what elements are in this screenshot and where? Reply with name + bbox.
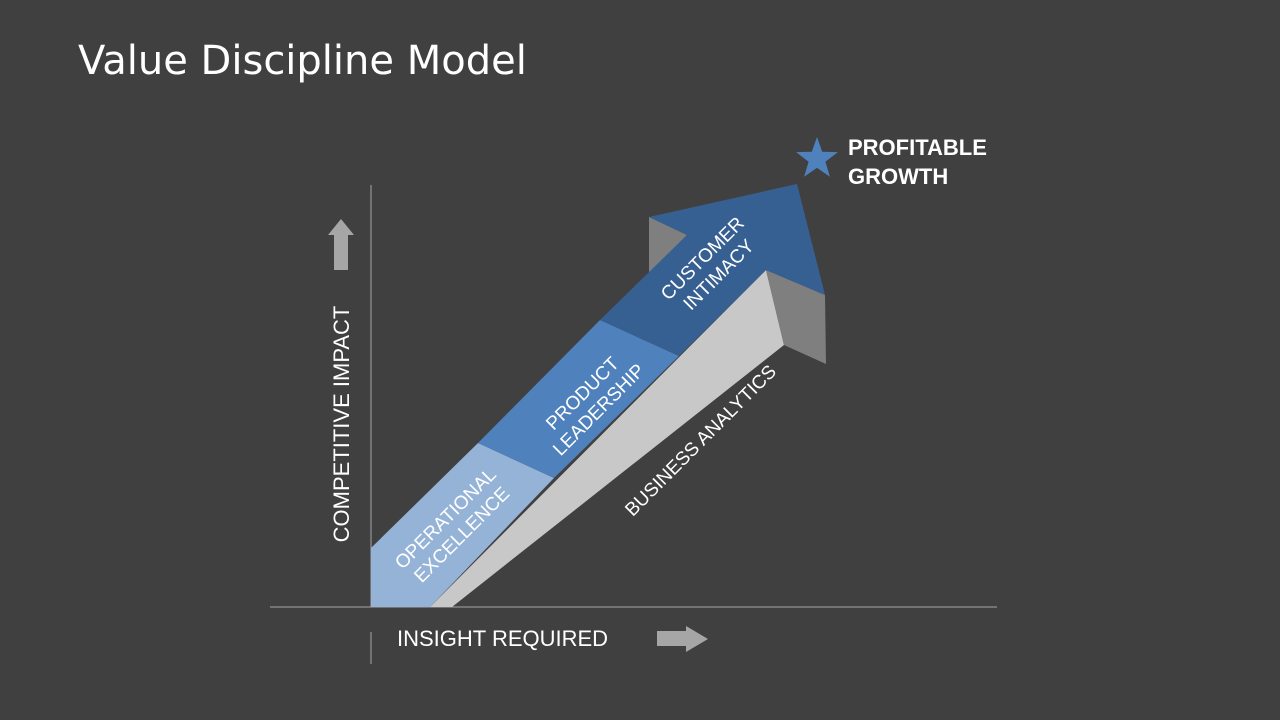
slide-title: Value Discipline Model <box>78 38 527 84</box>
y-axis-label: COMPETITIVE IMPACT <box>329 306 354 543</box>
arrow-base-side-face <box>430 270 784 607</box>
goal-label-line2: GROWTH <box>848 164 948 189</box>
up-arrow-icon <box>328 219 354 270</box>
segment-operational-excellence <box>371 443 554 607</box>
arrowhead-back-face <box>649 217 687 273</box>
segment-customer-intimacy <box>600 184 825 356</box>
star-icon <box>796 137 838 177</box>
x-axis-label: INSIGHT REQUIRED <box>397 626 608 651</box>
right-arrow-icon <box>657 626 708 652</box>
segment-product-leadership <box>478 320 679 478</box>
goal-label-line1: PROFITABLE <box>848 135 987 160</box>
arrow-base-end-face <box>766 270 826 364</box>
